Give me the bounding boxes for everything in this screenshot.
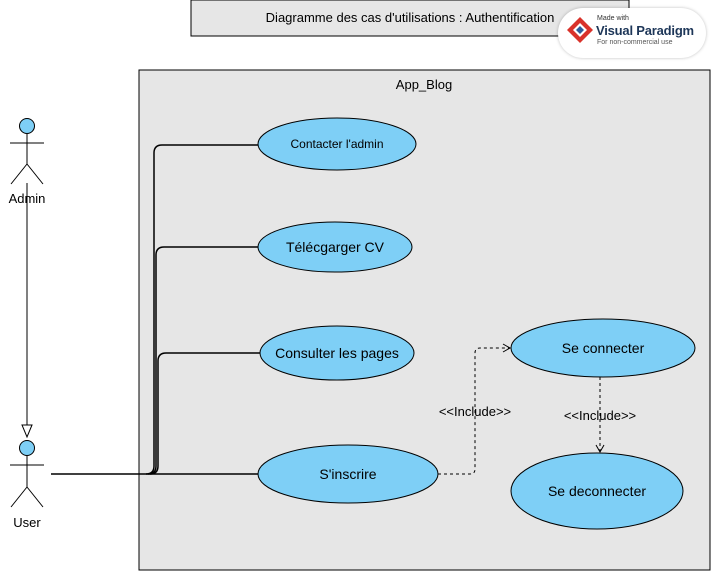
include-label-2: <<Include>>: [564, 408, 636, 423]
actor-admin[interactable]: [10, 118, 44, 185]
use-case-register-label: S'inscrire: [319, 466, 376, 482]
use-case-contact-admin-label: Contacter l'admin: [291, 137, 384, 151]
include-label-1: <<Include>>: [439, 404, 511, 419]
diagram-title-text: Diagramme des cas d'utilisations : Authe…: [266, 10, 555, 25]
use-case-download-cv[interactable]: Télécgarger CV: [257, 221, 413, 273]
system-name: App_Blog: [396, 77, 452, 92]
associations: [51, 144, 260, 475]
actor-admin-label: Admin: [9, 191, 46, 206]
use-case-view-pages-label: Consulter les pages: [275, 345, 399, 361]
visual-paradigm-logo-icon: [567, 17, 593, 43]
diagram-title: Diagramme des cas d'utilisations : Authe…: [190, 0, 630, 37]
include-relations: [438, 343, 605, 475]
visual-paradigm-badge: Made with Visual Paradigm For non-commer…: [558, 8, 706, 58]
badge-note: For non-commercial use: [597, 39, 673, 46]
actor-admin-head: [19, 118, 35, 134]
association-view-pages: [149, 352, 260, 475]
actor-user-head: [19, 440, 35, 456]
use-case-register[interactable]: S'inscrire: [257, 444, 439, 504]
badge-made-with: Made with: [597, 15, 629, 22]
use-case-contact-admin[interactable]: Contacter l'admin: [257, 117, 417, 171]
badge-brand: Visual Paradigm: [596, 23, 694, 38]
use-case-logout-label: Se deconnecter: [548, 483, 646, 499]
actor-user[interactable]: [10, 440, 44, 508]
include-register-login: [438, 343, 512, 475]
use-case-view-pages[interactable]: Consulter les pages: [259, 325, 415, 381]
actor-user-label: User: [13, 515, 41, 530]
use-case-download-cv-label: Télécgarger CV: [286, 239, 385, 255]
use-case-logout[interactable]: Se deconnecter: [510, 452, 684, 530]
use-case-login[interactable]: Se connecter: [510, 318, 696, 378]
use-case-login-label: Se connecter: [562, 340, 645, 356]
